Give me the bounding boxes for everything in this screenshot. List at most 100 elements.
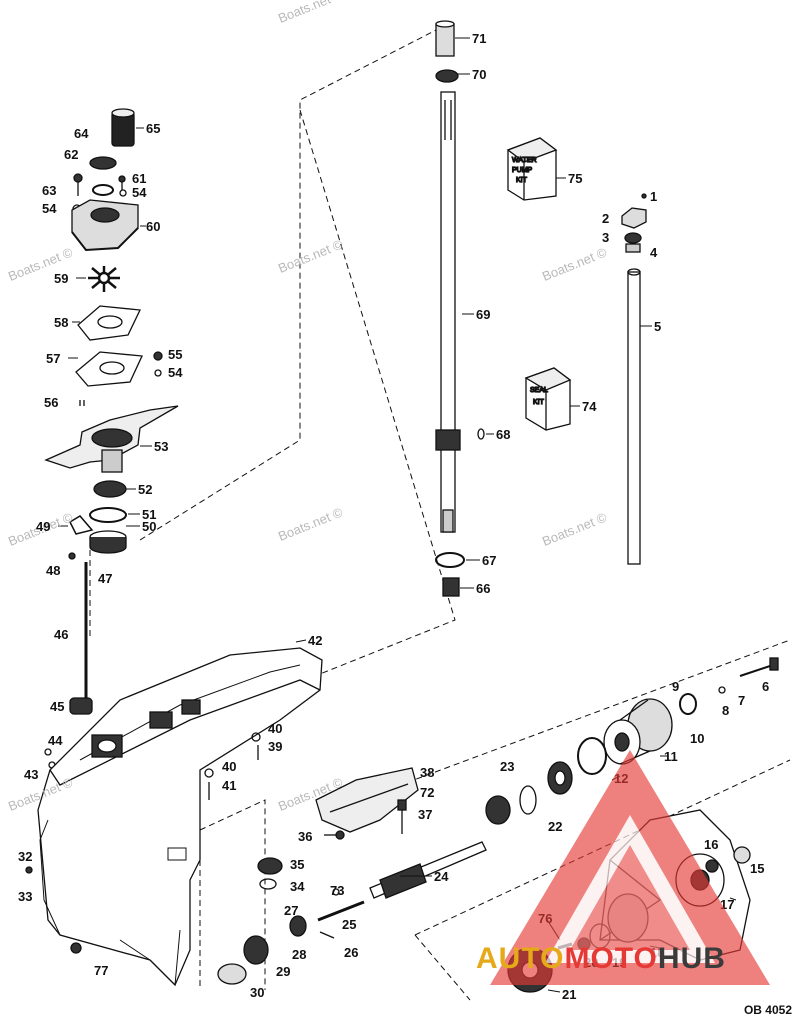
callout-33: 33 — [18, 889, 33, 904]
callout-8: 8 — [722, 703, 730, 718]
part-32-screw — [25, 866, 33, 874]
callout-23: 23 — [500, 759, 515, 774]
callout-54: 54 — [132, 185, 147, 200]
callout-54-c: 54 — [168, 365, 183, 380]
callout-75: 75 — [568, 171, 583, 186]
callout-70: 70 — [472, 67, 487, 82]
callout-6: 6 — [762, 679, 770, 694]
kit-74-line2: KIT — [533, 399, 545, 406]
part-69-drive-shaft — [435, 91, 461, 533]
callout-60: 60 — [146, 219, 161, 234]
callout-74: 74 — [582, 399, 597, 414]
callout-68: 68 — [496, 427, 511, 442]
callout-9: 9 — [672, 679, 680, 694]
part-51-o-ring — [89, 507, 127, 523]
callout-45: 45 — [50, 699, 65, 714]
callout-72: 72 — [420, 785, 435, 800]
callout-48: 48 — [46, 563, 61, 578]
callout-61: 61 — [132, 171, 147, 186]
part-12-o-ring — [577, 737, 607, 775]
kit-75-line1: WATER — [512, 157, 537, 164]
callout-56: 56 — [44, 395, 59, 410]
callout-22: 22 — [548, 819, 563, 834]
part-5-shift-shaft — [627, 268, 641, 565]
callout-40-b: 40 — [222, 759, 237, 774]
callout-3: 3 — [602, 230, 610, 245]
kit-75-line3: KIT — [516, 177, 528, 184]
part-64-seal — [89, 156, 117, 170]
callout-35: 35 — [290, 857, 305, 872]
callout-28: 28 — [292, 947, 307, 962]
part-58-plate — [77, 305, 141, 341]
part-66-bearing — [442, 577, 460, 597]
callout-63: 63 — [42, 183, 57, 198]
callout-66: 66 — [476, 581, 491, 596]
callout-64: 64 — [74, 126, 89, 141]
part-74-seal-kit: SEAL KIT — [524, 367, 572, 431]
part-50-bearing — [89, 530, 127, 554]
callout-1: 1 — [650, 189, 658, 204]
callout-2: 2 — [602, 211, 610, 226]
callout-54-b: 54 — [42, 201, 57, 216]
part-40-39-screws — [204, 732, 261, 800]
callout-41: 41 — [222, 778, 237, 793]
callout-26: 26 — [344, 945, 359, 960]
callout-51: 51 — [142, 507, 157, 522]
part-1-2-3-shift-coupler — [621, 193, 647, 253]
callout-32: 32 — [18, 849, 33, 864]
part-29-30-gear-bearing — [217, 935, 269, 985]
callout-25: 25 — [342, 917, 357, 932]
drawing-code: OB 4052 — [743, 1003, 792, 1017]
callout-38: 38 — [420, 765, 435, 780]
kit-74-line1: SEAL — [530, 387, 548, 394]
callout-43: 43 — [24, 767, 39, 782]
callout-52: 52 — [138, 482, 153, 497]
part-6-screw — [739, 657, 779, 677]
callout-36: 36 — [298, 829, 313, 844]
logo-part-1: AUTO — [476, 942, 565, 975]
callout-10: 10 — [690, 731, 705, 746]
callout-24: 24 — [434, 869, 449, 884]
part-75-water-pump-kit: WATER PUMP KIT — [506, 137, 558, 201]
part-22-23-bearing-gear — [485, 761, 573, 825]
part-63-screw — [73, 173, 83, 196]
part-56-pins — [79, 400, 85, 406]
callout-15: 15 — [750, 861, 765, 876]
callout-39: 39 — [268, 739, 283, 754]
callout-65: 65 — [146, 121, 161, 136]
callout-37: 37 — [418, 807, 433, 822]
part-62-gasket — [92, 184, 114, 196]
callout-71: 71 — [472, 31, 487, 46]
part-59-impeller — [88, 266, 120, 292]
callout-40: 40 — [268, 721, 283, 736]
part-37-screw — [397, 799, 407, 834]
callout-46: 46 — [54, 627, 69, 642]
kit-75-line2: PUMP — [512, 167, 533, 174]
part-52-seal — [93, 480, 127, 498]
part-68-shim — [477, 428, 485, 440]
callout-30: 30 — [250, 985, 265, 1000]
part-77-plug — [70, 942, 82, 954]
part-55-screw — [153, 351, 163, 361]
part-53-base-plate — [44, 405, 179, 473]
callout-50: 50 — [142, 519, 157, 534]
callout-62: 62 — [64, 147, 79, 162]
part-45-connector — [69, 697, 93, 715]
callout-55: 55 — [168, 347, 183, 362]
part-42-gear-housing — [37, 647, 323, 987]
callout-27: 27 — [284, 903, 299, 918]
callout-57: 57 — [46, 351, 61, 366]
part-25-26-27-28-cam-pin — [289, 888, 365, 939]
callout-29: 29 — [276, 964, 291, 979]
part-36-screw — [324, 830, 345, 840]
callout-59: 59 — [54, 271, 69, 286]
callout-34: 34 — [290, 879, 305, 894]
assembly-guide-lines — [89, 27, 791, 1001]
callout-47: 47 — [98, 571, 113, 586]
callout-49: 49 — [36, 519, 51, 534]
part-61-screw — [118, 175, 126, 190]
part-49-gasket — [69, 515, 94, 535]
part-54-washer-c — [154, 369, 162, 377]
part-9-o-ring — [679, 693, 697, 715]
